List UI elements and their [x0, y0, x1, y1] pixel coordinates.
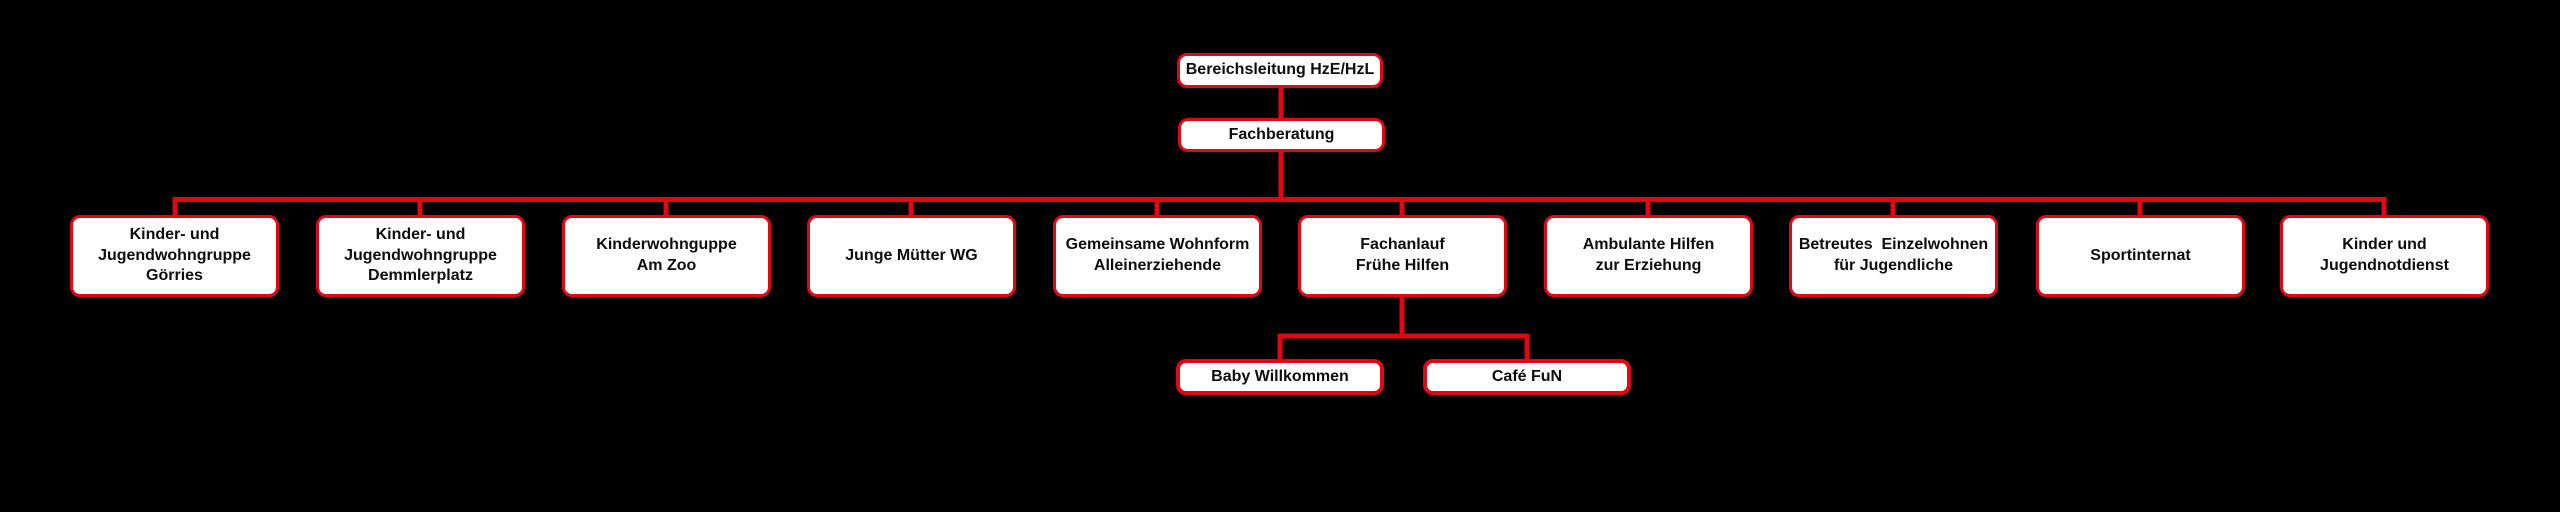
- node-baby-willkommen: Baby Willkommen: [1176, 359, 1384, 395]
- node-fachanlauf-fruehe-hilfen: Fachanlauf Frühe Hilfen: [1298, 215, 1507, 297]
- node-betreutes-einzelwohnen-fuer-jugendliche: Betreutes Einzelwohnen für Jugendliche: [1789, 215, 1998, 297]
- node-kinder-jugendwohngruppe-demmlerplatz: Kinder- und Jugendwohngruppe Demmlerplat…: [316, 215, 525, 297]
- node-kinderwohnguppe-am-zoo: Kinderwohnguppe Am Zoo: [562, 215, 771, 297]
- node-junge-muetter-wg: Junge Mütter WG: [807, 215, 1016, 297]
- node-cafe-fun: Café FuN: [1423, 359, 1631, 395]
- node-fachberatung: Fachberatung: [1178, 118, 1385, 152]
- node-kinder-jugendwohngruppe-goerries: Kinder- und Jugendwohngruppe Görries: [70, 215, 279, 297]
- node-ambulante-hilfen-zur-erziehung: Ambulante Hilfen zur Erziehung: [1544, 215, 1753, 297]
- node-bereichsleitung: Bereichsleitung HzE/HzL: [1177, 53, 1383, 88]
- node-kinder-und-jugendnotdienst: Kinder und Jugendnotdienst: [2280, 215, 2489, 297]
- node-sportinternat: Sportinternat: [2036, 215, 2245, 297]
- node-gemeinsame-wohnform-alleinerziehende: Gemeinsame Wohnform Alleinerziehende: [1053, 215, 1262, 297]
